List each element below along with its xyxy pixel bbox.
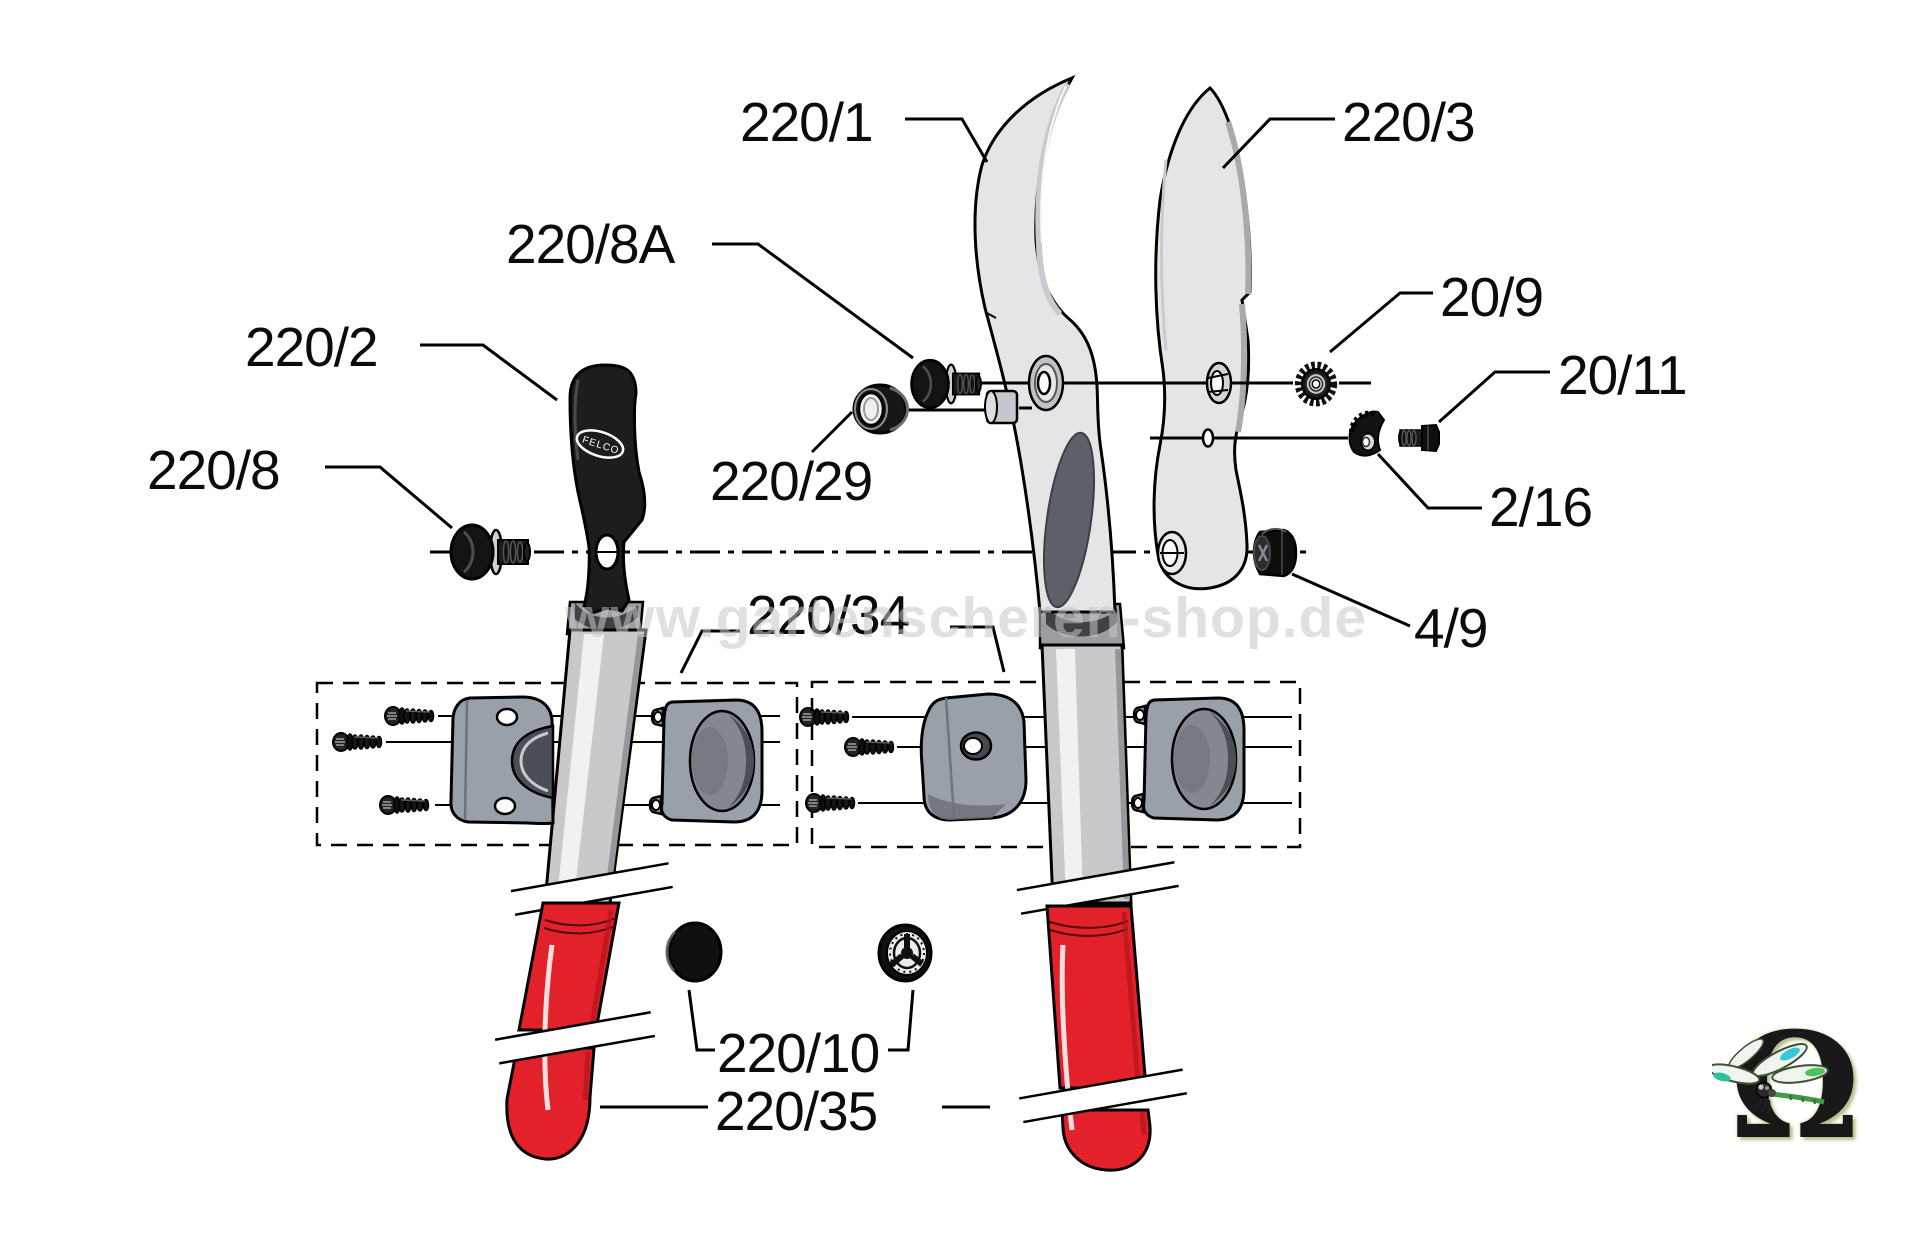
lock-nut-4-9 bbox=[1252, 527, 1298, 578]
label-220-2: 220/2 bbox=[245, 316, 378, 378]
clamp-rear-right bbox=[1130, 696, 1246, 822]
label-220-34: 220/34 bbox=[747, 584, 909, 646]
left-grip-red bbox=[494, 901, 656, 1161]
label-220-8a: 220/8A bbox=[506, 213, 676, 275]
screw-20-11 bbox=[1398, 423, 1440, 453]
cutting-head-assembly-220-1 bbox=[973, 74, 1188, 1172]
bolt-220-8a bbox=[910, 358, 982, 410]
label-4-9: 4/9 bbox=[1414, 597, 1487, 659]
label-220-8: 220/8 bbox=[147, 439, 280, 501]
label-20-11: 20/11 bbox=[1558, 344, 1687, 406]
bushing-220-29 bbox=[852, 383, 910, 435]
label-2-16: 2/16 bbox=[1489, 476, 1592, 538]
toothed-segment-2-16 bbox=[1348, 410, 1386, 457]
label-220-29: 220/29 bbox=[710, 450, 872, 512]
spacer-sleeve bbox=[984, 389, 1019, 425]
leader-lines bbox=[325, 117, 1550, 1109]
bolt-220-8 bbox=[449, 523, 531, 581]
hook-blade-220-1 bbox=[973, 74, 1117, 614]
part-labels: 220/1 220/3 220/8A 220/2 220/8 220/29 20… bbox=[147, 91, 1688, 1142]
clamp-center-right bbox=[919, 692, 1028, 822]
label-220-1: 220/1 bbox=[740, 91, 873, 153]
clamp-front-left bbox=[449, 695, 555, 825]
counter-blade-holes bbox=[1156, 361, 1233, 576]
pivot-boss bbox=[1027, 354, 1065, 412]
left-handle-assembly: FELCO bbox=[494, 363, 673, 1161]
end-cap-plain-220-10 bbox=[665, 921, 723, 983]
clamp-screws-right bbox=[799, 707, 895, 813]
counter-blade-220-3 bbox=[1152, 85, 1252, 591]
label-220-3: 220/3 bbox=[1342, 91, 1475, 153]
adjustment-gear-20-9 bbox=[1294, 361, 1338, 407]
clamp-rear-left bbox=[648, 698, 764, 824]
construction-lines bbox=[908, 381, 1371, 440]
lever-220-2: FELCO bbox=[568, 363, 647, 615]
clamp-screws-left bbox=[332, 706, 435, 815]
label-220-10: 220/10 bbox=[717, 1022, 879, 1084]
end-cap-spoked-220-10 bbox=[877, 923, 933, 983]
label-220-35: 220/35 bbox=[715, 1080, 877, 1142]
label-20-9: 20/9 bbox=[1440, 266, 1543, 328]
right-grip-red bbox=[1018, 904, 1188, 1172]
